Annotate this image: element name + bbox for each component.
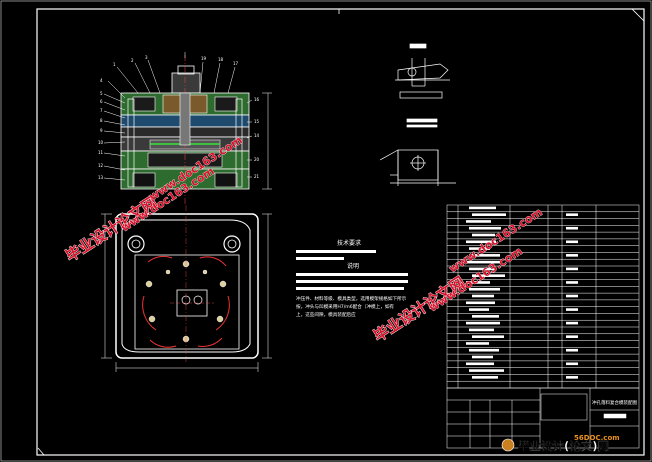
parts-list-cell-mark bbox=[469, 308, 489, 311]
svg-text:20: 20 bbox=[254, 157, 260, 162]
svg-text:19: 19 bbox=[201, 56, 207, 61]
parts-list-cell-mark bbox=[466, 240, 496, 244]
parts-list-cell-mark bbox=[466, 301, 495, 305]
svg-text:13: 13 bbox=[98, 175, 104, 180]
parts-list-cell-mark bbox=[566, 376, 578, 379]
notes-title: 说明 bbox=[347, 262, 359, 270]
parts-list-cell-mark bbox=[472, 294, 494, 298]
parts-list-cell-mark bbox=[566, 254, 578, 257]
frame-ticks bbox=[37, 8, 645, 456]
parts-list-cell-mark bbox=[566, 267, 578, 271]
parts-list-cell-mark bbox=[566, 308, 578, 311]
parts-list-cell-mark bbox=[566, 240, 578, 244]
logo-text: 毕业设计(论文)网 bbox=[518, 439, 609, 453]
parts-list-cell-mark bbox=[472, 355, 493, 359]
title-block-caption: 冲孔落料复合模装配图 bbox=[592, 399, 637, 406]
parts-list-cell-mark bbox=[469, 369, 504, 372]
svg-text:8: 8 bbox=[100, 118, 103, 123]
logo-emblem-icon bbox=[501, 438, 515, 452]
notes-line-1: 冲压件、材料等级、模具类型，选用模架规格如下所示 bbox=[296, 295, 407, 302]
svg-text:5: 5 bbox=[100, 91, 103, 96]
logo-site: 56DOC.com bbox=[574, 434, 620, 442]
part-detail-view bbox=[379, 43, 456, 186]
parts-list-cell-mark bbox=[472, 315, 499, 318]
tech-requirements: 技术要求 说明 冲压件、材料等级、模具类型，选用模架规格如下所示 按，冲头与凹模… bbox=[296, 239, 408, 318]
parts-list-cell-mark bbox=[466, 342, 489, 345]
tech-req-title: 技术要求 bbox=[337, 239, 361, 247]
parts-list-cell-mark bbox=[566, 335, 578, 338]
plan-view bbox=[101, 205, 272, 372]
svg-text:21: 21 bbox=[254, 174, 260, 179]
svg-text:1: 1 bbox=[113, 62, 116, 67]
parts-list-cell-mark bbox=[472, 335, 504, 338]
notes-line-3: 上，这些间隙，模具装配后应 bbox=[296, 311, 356, 318]
parts-list-cell-mark bbox=[466, 220, 491, 223]
frame-border bbox=[36, 8, 645, 456]
svg-text:6: 6 bbox=[100, 99, 103, 104]
parts-list-cell-mark bbox=[466, 281, 490, 284]
watermark-group-3: 毕业设计论文网 www.doc163.com bbox=[370, 244, 525, 346]
parts-list-cell-mark bbox=[469, 328, 494, 332]
title-block bbox=[446, 387, 640, 449]
parts-list-cell-mark bbox=[566, 348, 578, 352]
parts-list bbox=[446, 204, 640, 389]
parts-list-cell-mark bbox=[466, 260, 501, 264]
parts-list-cell-mark bbox=[472, 233, 495, 237]
parts-list-cell-mark bbox=[566, 213, 578, 216]
watermark-cn-1: 毕业设计论文网 bbox=[62, 193, 160, 265]
svg-text:7: 7 bbox=[100, 108, 103, 113]
svg-text:12: 12 bbox=[98, 163, 104, 168]
parts-list-cell-mark bbox=[566, 321, 578, 325]
svg-text:2: 2 bbox=[131, 58, 134, 63]
parts-list-cell-mark bbox=[469, 247, 490, 250]
parts-list-cell-mark bbox=[469, 287, 500, 291]
svg-text:18: 18 bbox=[218, 57, 224, 62]
svg-text:9: 9 bbox=[100, 128, 103, 133]
svg-text:10: 10 bbox=[98, 140, 104, 145]
parts-list-cell-mark bbox=[566, 281, 578, 284]
parts-list-cell-mark bbox=[566, 226, 578, 230]
parts-list-cell-mark bbox=[469, 206, 496, 210]
svg-text:3: 3 bbox=[145, 55, 148, 60]
parts-list-cell-mark bbox=[469, 226, 501, 230]
parts-list-cell-mark bbox=[466, 321, 500, 325]
svg-text:14: 14 bbox=[254, 133, 260, 138]
svg-text:16: 16 bbox=[254, 97, 260, 102]
svg-text:15: 15 bbox=[254, 119, 260, 124]
parts-list-cell-mark bbox=[566, 294, 578, 298]
parts-list-cell-mark bbox=[469, 267, 495, 271]
notes-line-2: 按，冲头与凹模采用H7/m6配合（冲模上，如有 bbox=[296, 303, 394, 310]
parts-list-cell-mark bbox=[472, 376, 498, 379]
parts-list-cell-mark bbox=[472, 274, 505, 277]
parts-list-cell-mark bbox=[472, 254, 500, 257]
parts-list-cell-mark bbox=[472, 213, 506, 216]
parts-list-cell-mark bbox=[566, 362, 578, 366]
svg-text:17: 17 bbox=[233, 61, 239, 66]
svg-text:11: 11 bbox=[98, 150, 104, 155]
site-logo: 56DOC.com 毕业设计(论文)网 bbox=[501, 434, 620, 453]
parts-list-cell-mark bbox=[466, 362, 494, 366]
svg-text:4: 4 bbox=[100, 78, 103, 83]
parts-list-cell-mark bbox=[469, 348, 499, 352]
